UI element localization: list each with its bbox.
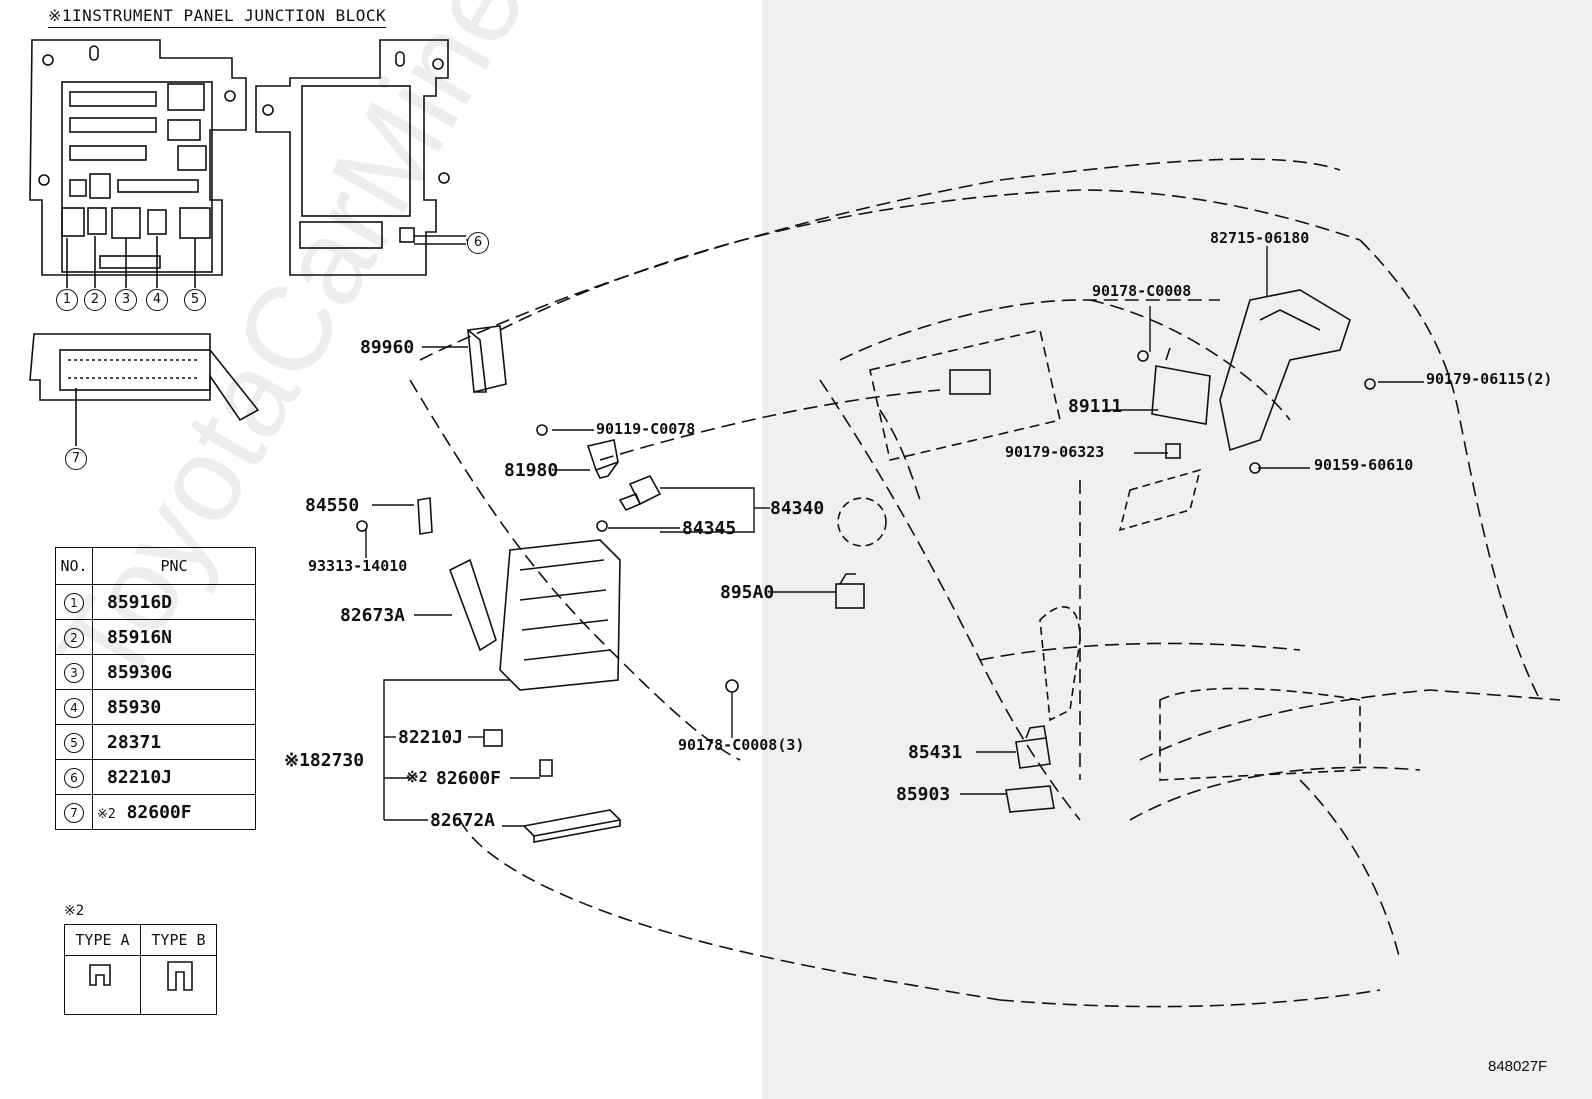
header-no: NO. bbox=[55, 547, 93, 585]
label-82600F-mark: ※2 bbox=[406, 768, 428, 786]
callout-6: 6 bbox=[467, 232, 489, 254]
junction-block-connector-view bbox=[29, 333, 260, 446]
row-number: 2 bbox=[64, 627, 84, 648]
leader-lines bbox=[365, 239, 1424, 827]
label-90178-C0008: 90178-C0008 bbox=[1092, 282, 1192, 300]
callout-5: 5 bbox=[184, 289, 206, 311]
row-number: 4 bbox=[64, 697, 84, 718]
label-82715-06180: 82715-06180 bbox=[1210, 229, 1310, 247]
label-93313-14010: 93313-14010 bbox=[308, 557, 408, 575]
row-number: 5 bbox=[64, 732, 84, 753]
type-b-label: TYPE B bbox=[140, 924, 217, 956]
type-b-icon-cell bbox=[140, 955, 217, 1015]
row-number: 3 bbox=[64, 662, 84, 683]
center-stack bbox=[837, 329, 1361, 781]
junction-block-front-view bbox=[29, 39, 247, 288]
type-a-icon-cell bbox=[64, 955, 141, 1015]
label-84340: 84340 bbox=[770, 498, 825, 519]
part-89111-module bbox=[1137, 347, 1261, 474]
row-pnc: 85930 bbox=[92, 689, 256, 725]
part-82715-bracket bbox=[1219, 289, 1376, 452]
row-number: 6 bbox=[64, 767, 84, 788]
fuse-type-table: TYPE A TYPE B bbox=[64, 924, 217, 1015]
label-90179-06323: 90179-06323 bbox=[1005, 443, 1105, 461]
row-number: 1 bbox=[64, 592, 84, 613]
part-junction-block-assembly bbox=[448, 539, 621, 691]
table-row: 7 ※2 82600F bbox=[55, 794, 256, 830]
table-row: 2 85916N bbox=[55, 619, 256, 655]
label-85431: 85431 bbox=[908, 742, 963, 763]
label-84345: 84345 bbox=[682, 518, 737, 539]
row-pnc: 82210J bbox=[92, 759, 256, 795]
part-81980-relay bbox=[586, 439, 619, 479]
row-pnc: 85916D bbox=[92, 584, 256, 620]
label-82672A: 82672A bbox=[430, 810, 496, 831]
table-row: 5 28371 bbox=[55, 724, 256, 760]
label-82210J: 82210J bbox=[398, 727, 464, 748]
row-pnc-with-mark: ※2 82600F bbox=[92, 794, 256, 830]
type-note: ※2 bbox=[64, 903, 85, 919]
part-84340-switch bbox=[596, 474, 662, 532]
part-85903-module bbox=[1005, 785, 1055, 813]
junction-block-title: ※1INSTRUMENT PANEL JUNCTION BLOCK bbox=[48, 6, 387, 28]
row-number: 7 bbox=[64, 802, 84, 823]
table-row: 6 82210J bbox=[55, 759, 256, 795]
callout-7: 7 bbox=[65, 448, 87, 470]
row-mark: ※2 bbox=[97, 806, 116, 822]
part-82210J-block bbox=[483, 679, 739, 777]
label-81980: 81980 bbox=[504, 460, 559, 481]
part-82672A-cover bbox=[522, 809, 622, 843]
pnc-table: NO. PNC 1 85916D 2 85916N 3 85930G 4 859… bbox=[55, 547, 256, 830]
table-row: 4 85930 bbox=[55, 689, 256, 725]
row-pnc: 82600F bbox=[126, 801, 192, 823]
part-85431-relay bbox=[1015, 725, 1051, 769]
label-89111: 89111 bbox=[1068, 396, 1123, 417]
header-pnc: PNC bbox=[92, 547, 256, 585]
label-895A0: 895A0 bbox=[720, 582, 775, 603]
junction-block-rear-view bbox=[255, 39, 466, 276]
right-panel-background bbox=[762, 0, 1592, 1099]
row-pnc: 85916N bbox=[92, 619, 256, 655]
type-a-label: TYPE A bbox=[64, 924, 141, 956]
drawing-code: 848027F bbox=[1488, 1058, 1548, 1075]
label-90178-C0008-3: 90178-C0008(3) bbox=[678, 736, 805, 754]
pnc-table-header: NO. PNC bbox=[55, 547, 256, 585]
row-pnc: 85930G bbox=[92, 654, 256, 690]
label-82600F: 82600F bbox=[436, 768, 502, 789]
label-90159-60610: 90159-60610 bbox=[1314, 456, 1414, 474]
label-89960: 89960 bbox=[360, 337, 415, 358]
label-90179-06115-2: 90179-06115(2) bbox=[1426, 370, 1553, 388]
part-89960-module bbox=[467, 325, 507, 394]
row-pnc: 28371 bbox=[92, 724, 256, 760]
part-84550-bracket bbox=[356, 424, 548, 535]
label-82673A: 82673A bbox=[340, 605, 406, 626]
label-90119-C0078: 90119-C0078 bbox=[596, 420, 696, 438]
table-row: 1 85916D bbox=[55, 584, 256, 620]
label-84550: 84550 bbox=[305, 495, 360, 516]
callout-2: 2 bbox=[84, 289, 106, 311]
dashboard-outline bbox=[409, 158, 1561, 1008]
table-row: 3 85930G bbox=[55, 654, 256, 690]
callout-1: 1 bbox=[56, 289, 78, 311]
callout-3: 3 bbox=[115, 289, 137, 311]
part-895A0-module bbox=[835, 573, 865, 609]
label-85903: 85903 bbox=[896, 784, 951, 805]
label-82730: ※182730 bbox=[284, 750, 365, 771]
callout-4: 4 bbox=[146, 289, 168, 311]
